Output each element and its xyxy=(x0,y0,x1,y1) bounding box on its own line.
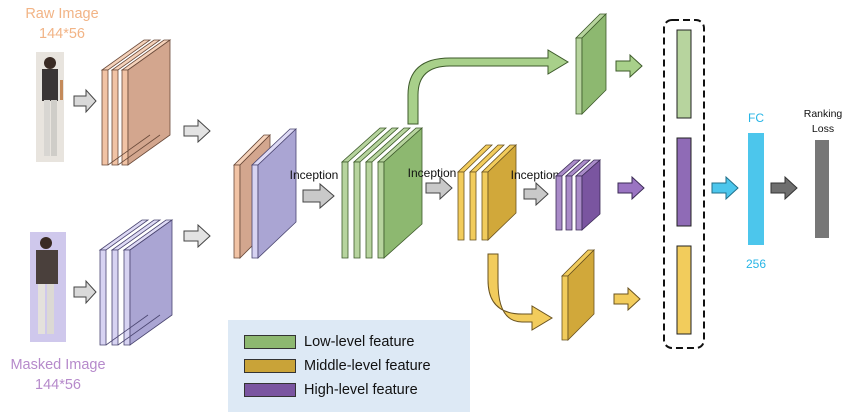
ranking-loss-layer xyxy=(815,140,829,238)
fc-dimension: 256 xyxy=(746,257,766,271)
inception-label-2: Inception xyxy=(408,166,457,180)
masked-image-size: 144*56 xyxy=(35,377,81,393)
legend-item-high: High-level feature xyxy=(244,380,418,400)
raw-conv-block xyxy=(100,39,172,166)
fc-label: FC xyxy=(748,111,764,125)
concat-box xyxy=(663,19,705,349)
masked-conv-face xyxy=(129,219,173,346)
inception-arrow-2 xyxy=(425,175,453,201)
arrow-fc-to-loss xyxy=(770,175,798,201)
inception-label-1: Inception xyxy=(290,168,339,182)
curved-arrow-mid-level xyxy=(487,253,553,331)
mid-level-feature-plate xyxy=(561,249,595,341)
legend-label-mid: Middle-level feature xyxy=(304,358,431,374)
low-level-block xyxy=(340,127,424,259)
raw-person-image xyxy=(36,52,64,162)
high-level-block xyxy=(554,159,602,231)
masked-conv-block xyxy=(98,219,174,346)
ranking-loss-line1: Ranking xyxy=(804,108,843,120)
masked-conv-layer-3 xyxy=(122,219,174,346)
raw-image-title: Raw Image xyxy=(25,6,98,22)
concat-high-feature xyxy=(676,137,692,227)
concat-mid-feature xyxy=(676,245,692,335)
ranking-loss-line2: Loss xyxy=(812,123,834,135)
masked-person-image xyxy=(30,232,66,342)
raw-image-size: 144*56 xyxy=(39,26,85,42)
raw-conv-layer-2 xyxy=(110,39,162,166)
raw-conv-layer-1 xyxy=(100,39,152,166)
arrow-masked-to-conv xyxy=(73,279,97,305)
legend-label-high: High-level feature xyxy=(304,382,418,398)
legend-label-low: Low-level feature xyxy=(304,334,415,350)
arrow-mid-to-concat xyxy=(613,286,641,312)
arrow-masked-stack-to-merge xyxy=(183,223,211,249)
fc-layer xyxy=(748,133,764,245)
legend-swatch-high xyxy=(244,383,296,397)
inception-label-3: Inception xyxy=(511,168,560,182)
raw-conv-layer-3 xyxy=(120,39,172,166)
legend-swatch-mid xyxy=(244,359,296,373)
mid-level-block xyxy=(457,144,517,241)
merge-block xyxy=(233,128,298,259)
legend-item-low: Low-level feature xyxy=(244,332,414,352)
arrow-low-to-concat xyxy=(615,53,643,79)
raw-conv-face xyxy=(127,39,171,166)
low-level-feature-plate xyxy=(575,13,607,115)
inception-arrow-3 xyxy=(523,181,549,207)
masked-image-title: Masked Image xyxy=(10,357,105,373)
legend: Low-level feature Middle-level feature H… xyxy=(228,320,470,412)
masked-conv-layer-2 xyxy=(110,219,162,346)
concat-low-feature xyxy=(676,29,692,119)
inception-arrow-1 xyxy=(302,182,335,210)
arrow-raw-to-conv xyxy=(73,88,97,114)
legend-item-mid: Middle-level feature xyxy=(244,356,431,376)
masked-conv-layer-1 xyxy=(98,219,150,346)
arrow-concat-to-fc xyxy=(711,175,739,201)
arrow-raw-stack-to-merge xyxy=(183,118,211,144)
legend-swatch-low xyxy=(244,335,296,349)
arrow-high-to-concat xyxy=(617,175,645,201)
curved-arrow-low-level xyxy=(407,49,569,125)
